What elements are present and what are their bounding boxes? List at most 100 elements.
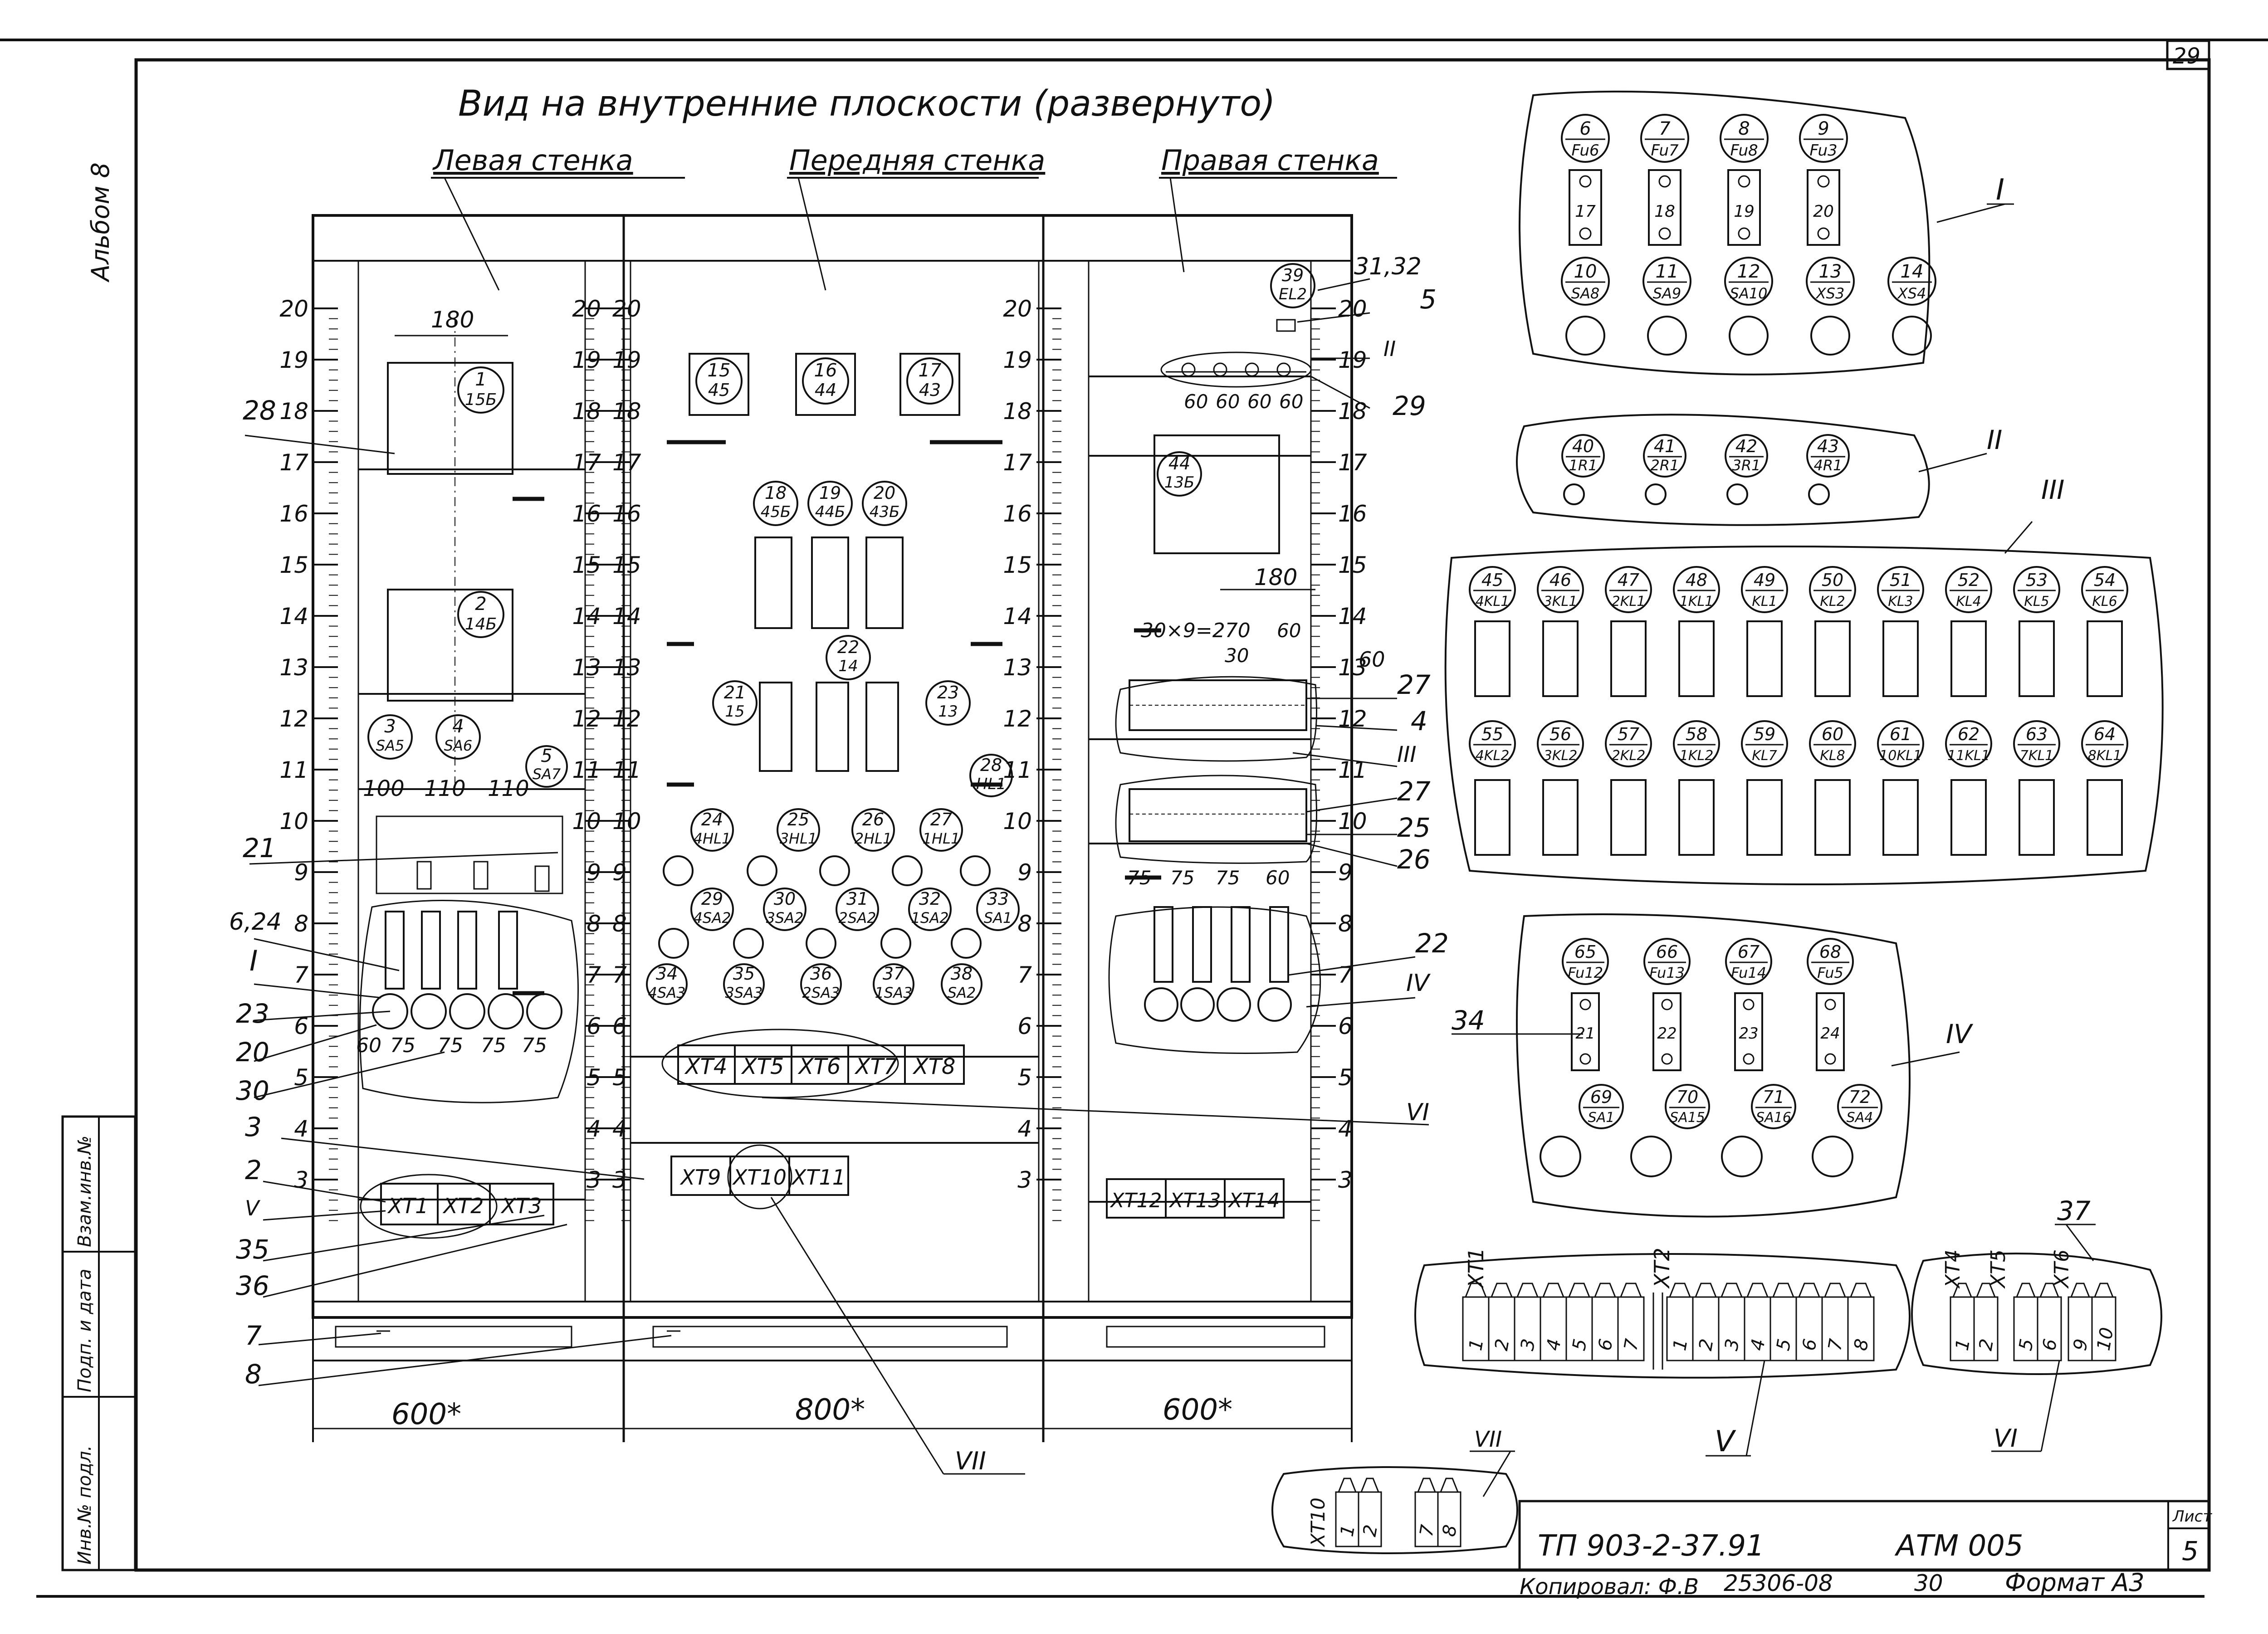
detail-III-r1-1-des: 4KL1 xyxy=(1476,594,1510,610)
detail-VI-a-cell xyxy=(1973,1296,1999,1361)
detail-I-holder xyxy=(1569,169,1602,246)
left-relay-1-des: 15Б xyxy=(465,390,497,409)
ruler-label: 10 xyxy=(279,808,308,834)
front-sw1-4-des: 1SA2 xyxy=(911,909,949,927)
dim-resistor-3: 60 xyxy=(1247,390,1271,413)
detail-I-fuse-1-num: 6 xyxy=(1579,118,1591,139)
ruler-label: 18 xyxy=(572,398,601,424)
detail-IV-switch-2-circle xyxy=(1665,1084,1710,1129)
detail-III-r1-7-num: 51 xyxy=(1890,570,1911,590)
leader-right-29: 29 xyxy=(1393,390,1426,421)
ruler-label: 16 xyxy=(1003,501,1032,527)
detail-I-holder xyxy=(1807,169,1840,246)
front-row2: 18 45Б 19 44Б 20 43Б xyxy=(753,481,907,629)
detail-IV-holder-hole xyxy=(1743,999,1755,1010)
ruler-label: 17 xyxy=(1338,449,1367,476)
detail-III-r1-8-des: KL4 xyxy=(1956,594,1981,610)
front-sw2-1-num: 34 xyxy=(656,964,678,984)
front-row3: 21 15 22 14 23 13 xyxy=(712,635,971,772)
detail-III-r2-1-des: 4KL2 xyxy=(1476,748,1510,764)
leader-left-20: 20 xyxy=(236,1037,269,1068)
cabinet-outline xyxy=(312,214,1353,1442)
front-top-3-des: 43 xyxy=(919,380,941,400)
detail-I-label: I xyxy=(1996,173,2004,207)
detail-VI-xt2: XT5 xyxy=(1987,1249,2010,1289)
leader-left-28: 28 xyxy=(243,395,276,426)
detail-I-switch-4-circle xyxy=(1806,257,1855,306)
detail-I-fuse-label: 17 xyxy=(1575,202,1596,221)
detail-I-switch-4-des: XS3 xyxy=(1815,285,1845,302)
detail-IV-holder-hole xyxy=(1579,999,1591,1010)
detail-IV-switch-2-num: 70 xyxy=(1677,1087,1698,1107)
wall-title-right: Правая стенка xyxy=(1161,144,1379,177)
detail-III-r1-5-num: 49 xyxy=(1754,570,1775,590)
detail-III-relay xyxy=(2019,620,2055,697)
leader-right-25: 25 xyxy=(1397,812,1431,843)
left-switch-1-des: SA5 xyxy=(376,737,405,754)
callout-relay-2 xyxy=(457,591,504,638)
side-stamp-inv: Инв.№ подл. xyxy=(74,1445,95,1565)
stamp-num2: 30 xyxy=(1914,1570,1943,1596)
dim-right-fuse-1: 75 xyxy=(1127,867,1151,889)
detail-IV-fuse-4-des: Fu5 xyxy=(1817,964,1843,981)
detail-I-holder-hole xyxy=(1817,227,1830,240)
leader-left-23: 23 xyxy=(236,998,269,1029)
dim-right-fuse-2: 75 xyxy=(1170,867,1194,889)
ruler-label: 19 xyxy=(279,347,308,373)
detail-I-fuse-3-des: Fu8 xyxy=(1730,141,1758,160)
detail-III-r1-8-circle xyxy=(1945,566,1992,613)
detail-III-relay xyxy=(2087,779,2123,856)
front-terminal-l2: XT10 xyxy=(732,1165,787,1190)
ruler-label: 4 xyxy=(1017,1116,1032,1142)
left-wall: 180 1 15Б 2 14Б 3 SA5 4 SA6 5 SA7 100 11… xyxy=(356,307,579,1239)
front-lamp-3-des: 2HL1 xyxy=(855,830,892,847)
detail-III-relay xyxy=(1950,620,1987,697)
front-sw2-1-des: 4SA3 xyxy=(648,984,686,1001)
ruler-label: 20 xyxy=(572,296,601,322)
ruler-label: 13 xyxy=(572,654,601,681)
detail-III-relay xyxy=(1542,620,1579,697)
detail-V-b-num: 3 xyxy=(1721,1337,1744,1352)
stamp-list-no: 5 xyxy=(2182,1536,2199,1566)
leader-right-4: 4 xyxy=(1411,706,1427,737)
front-sw1-1-des: 4SA2 xyxy=(694,909,731,927)
detail-I-holder-hole xyxy=(1738,227,1750,240)
front-lamp-1-num: 24 xyxy=(701,810,723,829)
detail-III-relay xyxy=(1610,620,1647,697)
leader-left-V: V xyxy=(245,1196,261,1220)
detail-III-r2-2-num: 56 xyxy=(1549,724,1571,744)
detail-III-r2-1-num: 55 xyxy=(1481,724,1503,744)
detail-VI-b-cap xyxy=(2039,1283,2059,1297)
detail-I-switch-4-num: 13 xyxy=(1819,261,1842,282)
front-sw2-2-num: 35 xyxy=(733,964,755,984)
detail-VI-b-cell xyxy=(2037,1296,2062,1361)
detail-V-b-cap xyxy=(1824,1283,1846,1297)
front-sw1-5-des: SA1 xyxy=(984,909,1012,927)
detail-III-r1-2-circle xyxy=(1537,566,1584,613)
ruler-label: 17 xyxy=(1003,449,1032,476)
ruler-label: 20 xyxy=(1338,296,1367,322)
detail-V-a-cell xyxy=(1617,1296,1645,1361)
ruler-label: 7 xyxy=(294,962,308,988)
right-lamp-des: EL2 xyxy=(1279,285,1307,303)
detail-I-switch-1-circle xyxy=(1561,257,1610,306)
detail-IV-holder xyxy=(1816,992,1845,1071)
detail-III-relay xyxy=(1882,779,1919,856)
detail-VI-label: VI xyxy=(1994,1424,2018,1453)
detail-III: 454KL1463KL1472KL1481KL149KL150KL251KL35… xyxy=(1444,474,2164,885)
detail-V-a-num: 5 xyxy=(1569,1337,1591,1352)
detail-III-r2-3-des: 2KL2 xyxy=(1612,748,1646,764)
front-lamp-2-des: 3HL1 xyxy=(780,830,817,847)
detail-III-r2-10-circle xyxy=(2081,720,2128,767)
ruler-label: 6 xyxy=(1017,1013,1032,1039)
detail-II-res-4-des: 4R1 xyxy=(1814,457,1843,474)
detail-II-hole xyxy=(1563,483,1585,505)
detail-I-fuse-4-des: Fu3 xyxy=(1809,141,1837,160)
detail-III-r2-7-circle xyxy=(1877,720,1924,767)
right-fuse-holders xyxy=(1144,906,1292,1022)
detail-IV: 65Fu122166Fu132267Fu142368Fu52469SA170SA… xyxy=(1452,913,1974,1218)
stamp-number: 25306-08 xyxy=(1724,1570,1833,1596)
ruler-label: 17 xyxy=(279,449,308,476)
